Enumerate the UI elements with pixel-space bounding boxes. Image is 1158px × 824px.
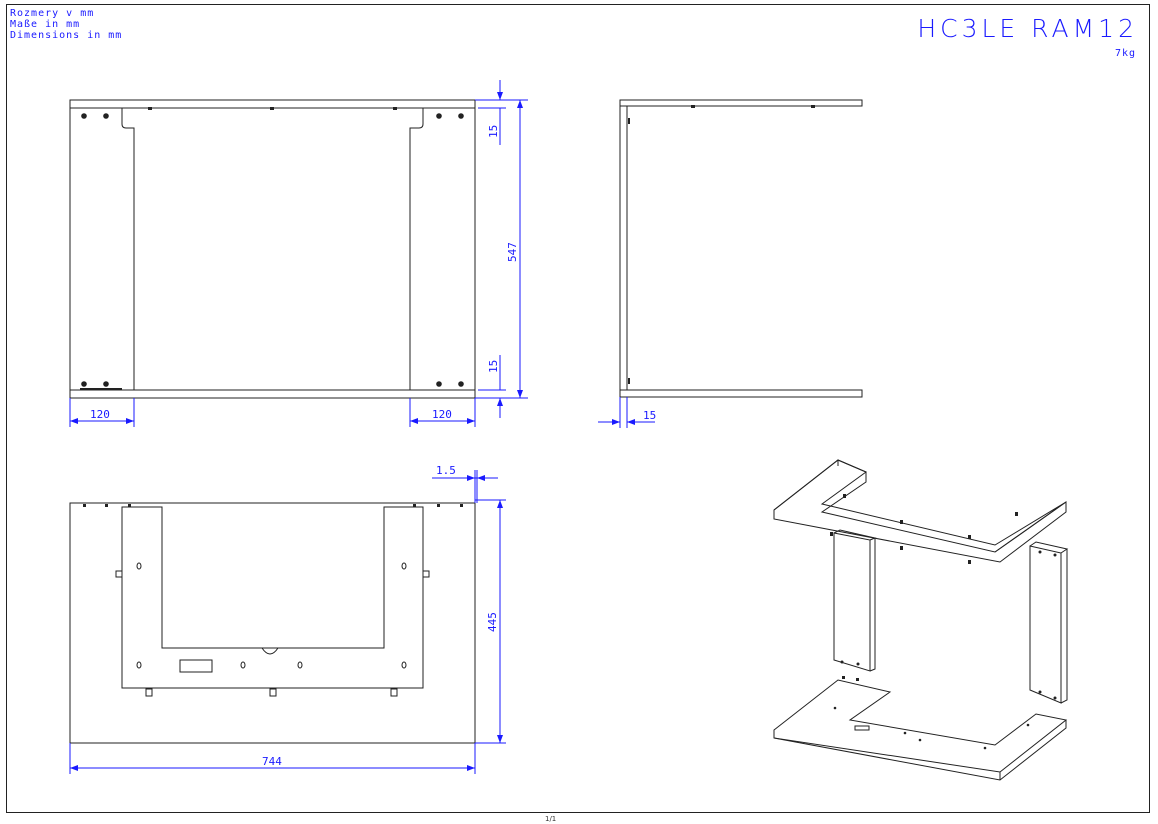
front-top-bar [69, 99, 476, 109]
front-dimensions [69, 80, 528, 427]
dim-front-top-flange: 15 [487, 125, 500, 138]
dim-top-width: 744 [262, 755, 282, 768]
units-note-de: Maße in mm [10, 19, 81, 30]
front-view [69, 99, 476, 399]
top-slot [179, 659, 213, 673]
drawing-title: HC3LE RAM12 [917, 14, 1138, 43]
front-left-post [121, 108, 135, 390]
iso-right-post [1029, 545, 1062, 704]
dim-top-depth: 445 [486, 612, 499, 632]
iso-left-post [833, 532, 871, 672]
units-note: Rozmery v mm Maße in mm Dimensions in mm [10, 8, 122, 41]
dim-front-right-width: 120 [432, 408, 452, 421]
dim-front-left-width: 120 [90, 408, 110, 421]
weight-label: 7kg [1114, 48, 1136, 59]
top-u-cutout [121, 506, 424, 689]
dim-side-flange: 15 [643, 409, 656, 422]
side-view [619, 99, 863, 398]
side-dimensions [598, 397, 655, 428]
front-bottom-bar [69, 389, 476, 399]
front-bolts [80, 107, 464, 390]
isometric-view [773, 459, 1069, 781]
dim-top-offset: 1.5 [436, 464, 456, 477]
top-view [69, 502, 476, 744]
dim-front-bottom-flange: 15 [487, 360, 500, 373]
drawing-frame [6, 4, 1150, 813]
top-dimensions [69, 470, 506, 774]
units-note-en: Dimensions in mm [10, 30, 123, 41]
dim-front-height: 547 [506, 242, 519, 262]
front-right-post [409, 108, 424, 390]
units-note-sk: Rozmery v mm [10, 8, 95, 19]
page-number: 1/1 [545, 815, 557, 823]
iso-bottom-frame [773, 679, 1068, 773]
